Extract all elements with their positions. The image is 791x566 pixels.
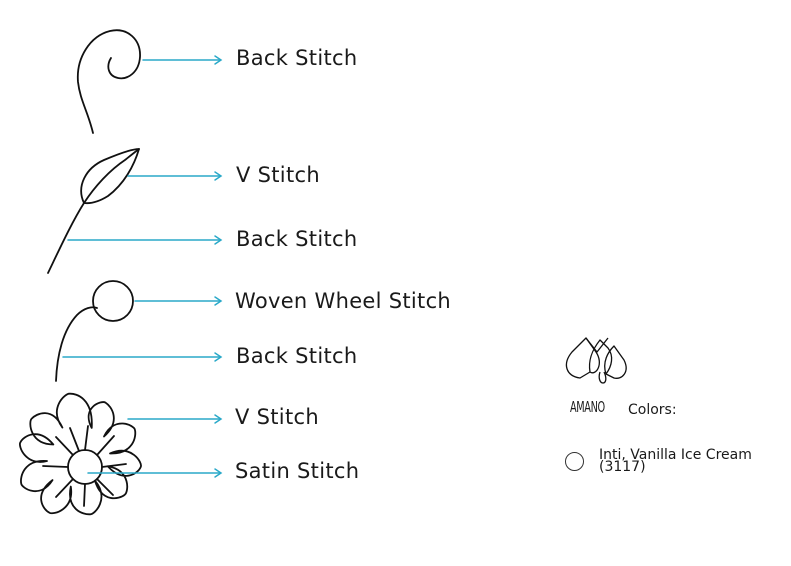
spiral-motif bbox=[77, 29, 141, 134]
label-back-stitch-1: Back Stitch bbox=[236, 46, 358, 70]
flower-motif bbox=[19, 392, 142, 516]
arrow-back-stitch-1 bbox=[142, 55, 223, 65]
label-satin-stitch: Satin Stitch bbox=[235, 459, 360, 483]
arrow-back-stitch-3 bbox=[62, 352, 223, 362]
arrow-v-stitch-2 bbox=[127, 414, 223, 424]
arrow-back-stitch-2 bbox=[67, 235, 223, 245]
arrow-satin-stitch bbox=[87, 468, 223, 478]
label-back-stitch-3: Back Stitch bbox=[236, 344, 358, 368]
color-swatch bbox=[565, 452, 584, 471]
color-name: Inti, Vanilla Ice Cream (3117) bbox=[599, 447, 752, 475]
label-v-stitch-1: V Stitch bbox=[236, 163, 320, 187]
bud-motif bbox=[55, 280, 134, 382]
colors-heading: Colors: bbox=[628, 402, 677, 418]
brand-name: AMANO bbox=[570, 398, 605, 416]
arrow-woven-wheel bbox=[134, 296, 223, 306]
arrow-v-stitch-1 bbox=[127, 171, 223, 181]
leaf-motif bbox=[47, 148, 140, 274]
label-woven-wheel-stitch: Woven Wheel Stitch bbox=[235, 289, 452, 313]
label-v-stitch-2: V Stitch bbox=[235, 405, 319, 429]
amano-logo bbox=[565, 337, 627, 384]
label-back-stitch-2: Back Stitch bbox=[236, 227, 358, 251]
